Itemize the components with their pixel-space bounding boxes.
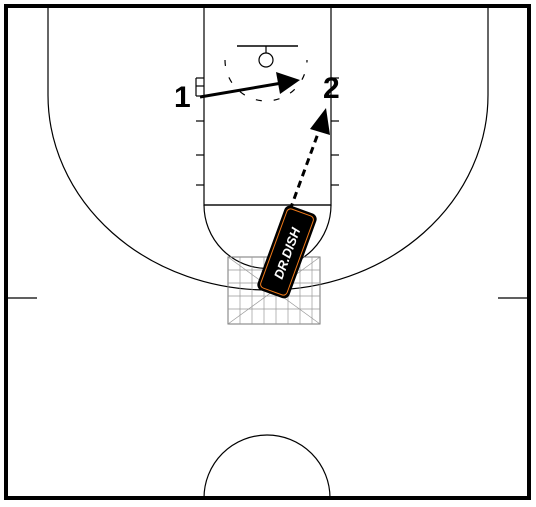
player-1-label: 1 <box>174 81 191 114</box>
three-point-line <box>47 6 489 291</box>
cut-arrow <box>199 72 300 99</box>
dr-dish-machine: DR.DISH <box>257 205 317 299</box>
rim <box>258 52 274 68</box>
pass-arrow <box>288 108 330 211</box>
free-throw-lane <box>203 5 332 206</box>
court-boundary <box>4 4 531 500</box>
restricted-area <box>224 59 308 102</box>
center-circle <box>203 434 331 499</box>
player-2-label: 2 <box>323 72 340 105</box>
